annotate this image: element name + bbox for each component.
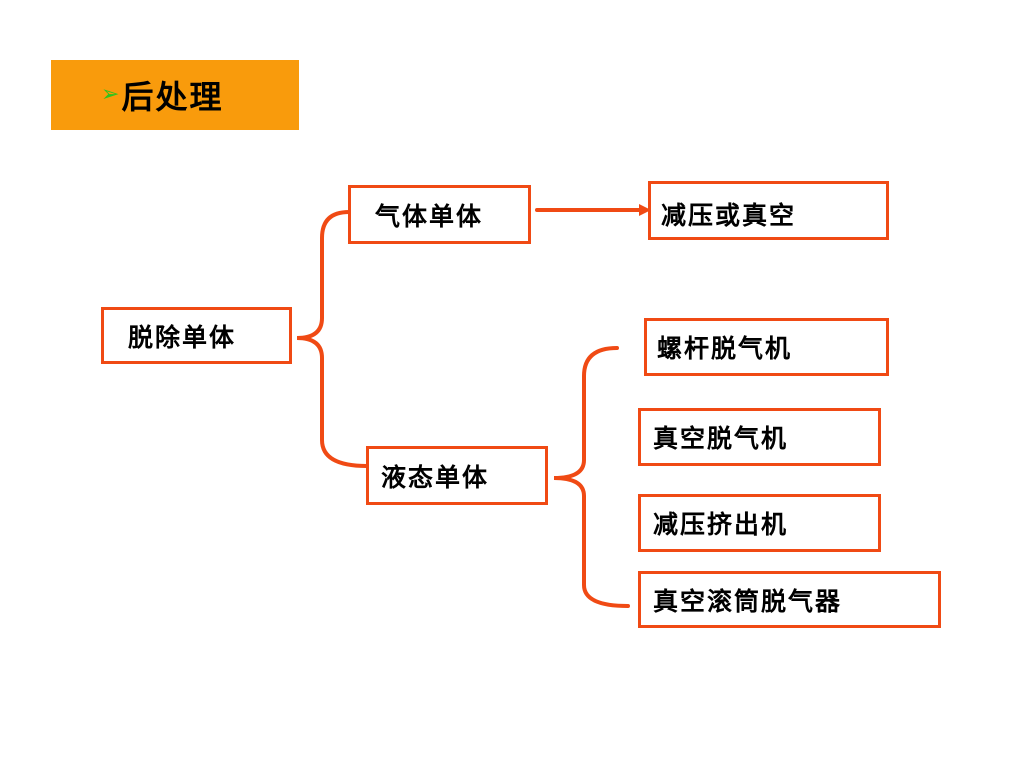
node-liquid-method-1: 螺杆脱气机: [644, 318, 889, 376]
liquid-brace: [553, 346, 630, 608]
node-liquid-method-4: 真空滚筒脱气器: [638, 571, 941, 628]
node-liquid-method-2: 真空脱气机: [638, 408, 881, 466]
root-brace: [296, 210, 369, 468]
node-remove-monomer: 脱除单体: [101, 307, 292, 364]
gas-arrowhead-icon: [639, 204, 651, 216]
node-liquid-method-3: 减压挤出机: [638, 494, 881, 552]
node-gas-monomer: 气体单体: [348, 185, 531, 244]
slide-title: 后处理: [121, 78, 224, 116]
node-liquid-monomer: 液态单体: [366, 446, 548, 505]
title-banner: ➢ 后处理: [51, 60, 299, 130]
arrow-bullet-icon: ➢: [101, 82, 120, 107]
node-gas-method: 减压或真空: [648, 181, 889, 240]
